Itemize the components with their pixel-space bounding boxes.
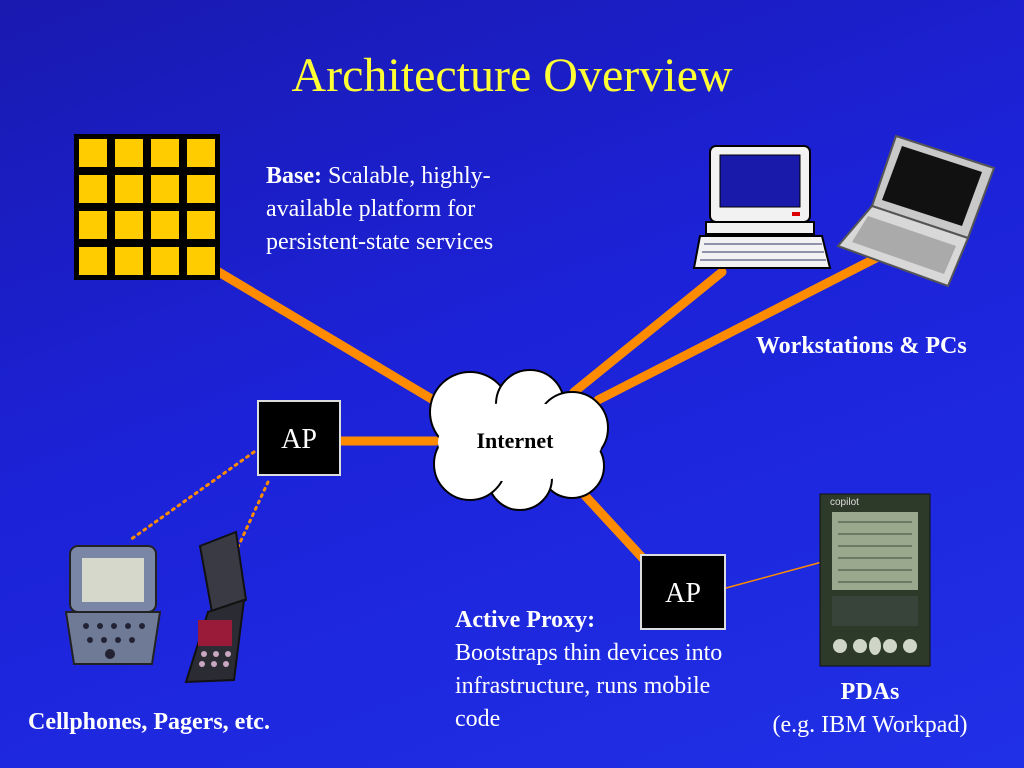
link-internet-desktop (569, 267, 727, 397)
link-internet-laptop (593, 249, 889, 405)
server-node (149, 245, 181, 277)
proxy-description: Active Proxy: Bootstraps thin devices in… (455, 604, 755, 736)
server-node (149, 137, 181, 169)
proxy-text: Bootstraps thin devices into infrastruct… (455, 640, 723, 732)
internet-label: Internet (476, 428, 554, 453)
server-node (77, 245, 109, 277)
server-node (77, 209, 109, 241)
cellphone-icon (184, 530, 248, 684)
server-node (185, 137, 217, 169)
cloud-icon (429, 369, 609, 511)
page-title: Architecture Overview (291, 49, 733, 102)
laptop-icon (836, 134, 996, 288)
link-base-internet (207, 263, 445, 409)
server-node (185, 209, 217, 241)
network-links (207, 249, 889, 571)
server-node (113, 245, 145, 277)
base-bold-label: Base: (266, 163, 322, 189)
pda-brand: copilot (830, 497, 859, 508)
access-point-box: AP (257, 400, 341, 476)
pda-label: PDAs (840, 679, 900, 705)
server-node (185, 173, 217, 205)
server-node (77, 173, 109, 205)
server-node (77, 137, 109, 169)
pda-icon: copilot (819, 493, 931, 667)
link-internet-ap2 (573, 483, 655, 571)
server-node (113, 209, 145, 241)
active-proxy-box: AP (640, 554, 726, 630)
pager-icon (64, 545, 162, 665)
server-node (113, 173, 145, 205)
workstations-label: Workstations & PCs (756, 333, 967, 359)
base-text: Scalable, highly-available platform for … (266, 163, 494, 255)
server-node (149, 209, 181, 241)
cellphones-label: Cellphones, Pagers, etc. (28, 709, 270, 735)
pda-example: (e.g. IBM Workpad) (772, 712, 968, 738)
server-cluster-icon (74, 134, 220, 280)
link-ap2-pda (725, 561, 823, 589)
wireless-links (128, 450, 270, 562)
proxy-bold-label: Active Proxy: (455, 607, 596, 633)
desktop-computer-icon (692, 145, 832, 269)
base-description: Base: Scalable, highly-available platfor… (266, 160, 566, 259)
server-node (185, 245, 217, 277)
pda-label-block: PDAs (e.g. IBM Workpad) (750, 676, 990, 742)
server-node (113, 137, 145, 169)
server-node (149, 173, 181, 205)
